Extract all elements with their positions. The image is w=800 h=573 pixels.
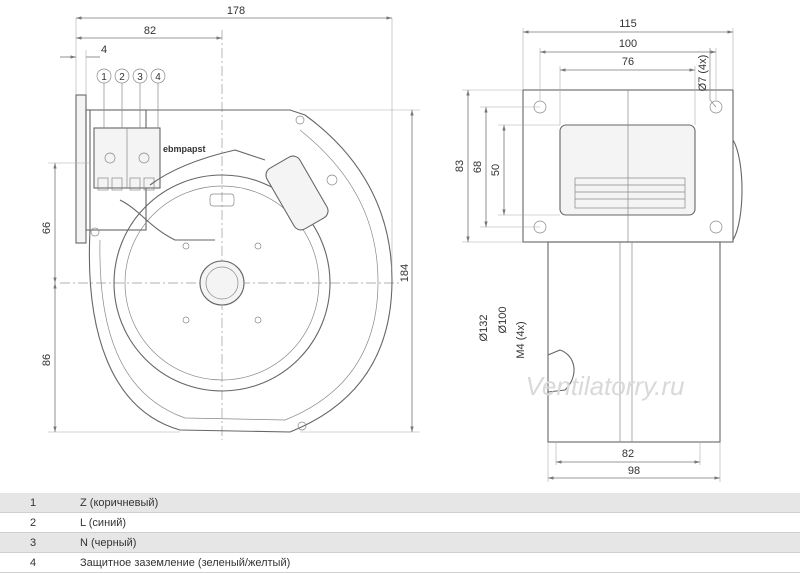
terminal-4-label: 4 <box>155 72 161 83</box>
dim-side-115: 115 <box>619 18 637 30</box>
mounting-flange <box>75 94 87 244</box>
wire-legend-table: 1 Z (коричневый) 2 L (синий) 3 N (черный… <box>0 493 800 573</box>
legend-number: 2 <box>0 512 50 533</box>
dim-hole: Ø7 (4x) <box>697 55 709 92</box>
legend-number: 4 <box>0 552 50 573</box>
dim-side-82: 82 <box>622 448 634 460</box>
legend-row: 3 N (черный) <box>0 532 800 553</box>
terminal-3-label: 3 <box>137 72 143 83</box>
scroll-housing-inner <box>99 129 379 421</box>
dim-height-total: 184 <box>399 264 411 282</box>
mount-hole <box>182 316 190 324</box>
terminal-1-label: 1 <box>101 72 107 83</box>
dim-side-83: 83 <box>454 160 466 172</box>
flange-hole <box>709 220 723 234</box>
dim-flange: 4 <box>101 44 107 56</box>
impeller-outer-ring <box>113 174 331 392</box>
motor-vents <box>574 177 686 209</box>
terminal-screw-right <box>138 152 150 164</box>
dim-height-upper: 66 <box>41 222 53 234</box>
watermark: Ventilatorry.ru <box>526 371 685 401</box>
flange-hole <box>709 100 723 114</box>
terminal-2-label: 2 <box>119 72 125 83</box>
dim-thread: M4 (4x) <box>515 321 527 358</box>
side-housing <box>547 241 721 443</box>
terminal-screw-left <box>104 152 116 164</box>
dim-dia-100: Ø100 <box>497 307 509 334</box>
mount-hole <box>254 242 262 250</box>
brand-label: ebmpapst <box>163 144 206 154</box>
dim-dia-132: Ø132 <box>478 315 490 342</box>
legend-row: 4 Защитное заземление (зеленый/желтый) <box>0 552 800 573</box>
dim-side-68: 68 <box>472 161 484 173</box>
legend-row: 1 Z (коричневый) <box>0 493 800 513</box>
cable <box>119 149 266 241</box>
legend-row: 2 L (синий) <box>0 512 800 533</box>
terminal-callouts: 1 2 3 4 <box>96 68 166 128</box>
legend-text: L (синий) <box>50 512 800 533</box>
dim-side-76: 76 <box>622 56 634 68</box>
scroll-housing <box>88 109 393 433</box>
legend-text: N (черный) <box>50 532 800 553</box>
legend-number: 3 <box>0 532 50 553</box>
capacitor <box>265 155 329 231</box>
dim-side-98: 98 <box>628 465 640 477</box>
dim-width-total: 178 <box>227 5 245 17</box>
dim-width-to-axis: 82 <box>144 25 156 37</box>
technical-drawing: ebmpapst 1 2 3 4 <box>41 5 743 482</box>
inlet-opening <box>199 260 245 306</box>
mount-hole <box>182 242 190 250</box>
legend-text: Защитное заземление (зеленый/желтый) <box>50 552 800 573</box>
dim-height-lower: 86 <box>41 354 53 366</box>
side-view: 115 100 76 Ø7 (4x) 83 68 50 Ø132 Ø100 M4… <box>454 18 743 482</box>
dim-side-100: 100 <box>619 38 637 50</box>
front-view: ebmpapst 1 2 3 4 <box>41 5 420 440</box>
legend-number: 1 <box>0 493 50 513</box>
side-connector <box>547 349 575 393</box>
mount-hole <box>254 316 262 324</box>
side-cable-exit <box>732 139 743 241</box>
impeller-inner-ring <box>124 185 320 381</box>
motor-body <box>559 124 696 216</box>
legend-text: Z (коричневый) <box>50 493 800 513</box>
dim-side-50: 50 <box>490 164 502 176</box>
